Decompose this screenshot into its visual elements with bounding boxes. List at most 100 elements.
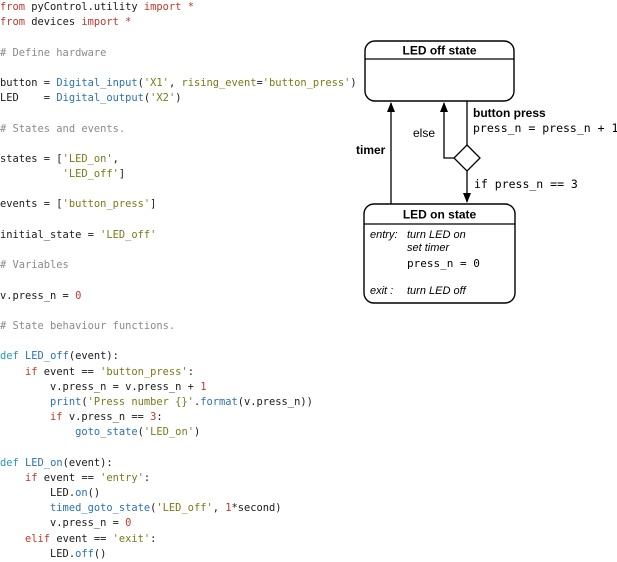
code-token: ) xyxy=(175,92,182,105)
code-token: ( xyxy=(137,76,144,89)
code-line: events = ['button_press'] xyxy=(0,197,357,212)
code-token: goto_state xyxy=(75,426,138,439)
code-line: LED.off() xyxy=(0,547,357,562)
code-token: 'button_press' xyxy=(262,76,351,89)
code-token: 'entry' xyxy=(100,471,144,484)
code-token: elif xyxy=(25,532,51,545)
code-token: event == xyxy=(37,471,101,484)
exit-action-turn-off: turn LED off xyxy=(407,285,467,297)
code-token: pyControl.utility xyxy=(25,1,144,13)
code-token: from xyxy=(0,16,26,29)
code-token: 0 xyxy=(75,289,82,302)
button-press-action: press_n = press_n + 1 xyxy=(473,121,617,135)
code-line: states = ['LED_on', xyxy=(0,152,357,167)
code-line: LED = Digital_output('X2') xyxy=(0,91,357,106)
code-token: v.press_n = v.press_n + xyxy=(0,380,201,393)
code-token: button = xyxy=(0,76,57,89)
code-token: 'LED_off' xyxy=(100,228,157,241)
code-token: LED_off xyxy=(25,350,69,363)
code-token: 0 xyxy=(125,517,132,530)
code-token: (event): xyxy=(62,456,113,469)
code-line: print('Press number {}'.format(v.press_n… xyxy=(0,395,357,410)
code-line: if v.press_n == 3: xyxy=(0,410,357,425)
code-token: 'LED_on' xyxy=(62,152,113,165)
code-token: , xyxy=(168,76,182,89)
code-token: from xyxy=(0,1,26,13)
code-token: v.press_n == xyxy=(62,411,151,424)
code-token: LED = xyxy=(0,92,57,105)
code-line: if event == 'button_press': xyxy=(0,365,357,380)
state-diagram: LED off state LED on state entry: turn L… xyxy=(356,40,617,304)
code-token: timed_goto_state xyxy=(50,502,151,515)
code-token: () xyxy=(87,487,101,499)
code-line: v.press_n = v.press_n + 1 xyxy=(0,380,357,395)
code-token: if xyxy=(25,471,38,484)
code-token: # Variables xyxy=(0,259,69,272)
code-token xyxy=(0,472,25,484)
code-token: 'LED_off' xyxy=(62,168,119,181)
code-token: v.press_n = xyxy=(0,517,126,530)
code-token: = xyxy=(256,76,263,89)
code-token: LED_on xyxy=(25,456,63,469)
code-line: timed_goto_state('LED_off', 1*second) xyxy=(0,501,357,516)
code-line: 'LED_off'] xyxy=(0,167,357,182)
code-token: if xyxy=(25,365,38,378)
code-line: LED.on() xyxy=(0,486,357,501)
code-token: (v.press_n)) xyxy=(237,395,313,408)
else-transition-arrow xyxy=(440,102,454,159)
code-token xyxy=(0,502,50,514)
code-line: def LED_on(event): xyxy=(0,456,357,471)
code-token: , xyxy=(212,502,226,515)
state-led-off-title: LED off state xyxy=(402,44,476,58)
code-token: Digital_input xyxy=(56,76,138,89)
code-token: ) xyxy=(193,426,201,439)
code-token: Digital_output xyxy=(56,92,144,105)
code-line: # States and events. xyxy=(0,122,357,137)
code-token: 1 xyxy=(200,380,207,393)
entry-label: entry: xyxy=(370,229,398,241)
code-token: format xyxy=(200,395,238,408)
code-token: ) xyxy=(350,76,357,89)
code-token: ] xyxy=(118,168,126,181)
code-token: () xyxy=(93,547,107,560)
code-token: 'LED_on' xyxy=(143,426,194,439)
code-line: elif event == 'exit': xyxy=(0,532,357,547)
code-line: goto_state('LED_on') xyxy=(0,425,357,440)
code-token: # State behaviour functions. xyxy=(0,319,176,332)
code-token: # Define hardware xyxy=(0,46,107,59)
code-token: 'X1' xyxy=(143,76,169,89)
code-token: # States and events. xyxy=(0,122,126,135)
code-token: def xyxy=(0,456,19,469)
code-token: event == xyxy=(50,532,113,545)
code-token: events = [ xyxy=(0,198,63,211)
state-led-off-box xyxy=(364,40,515,102)
code-token: , xyxy=(112,152,119,165)
state-led-on-box xyxy=(363,203,516,304)
entry-action-reset-count: press_n = 0 xyxy=(407,257,480,270)
code-token: 3 xyxy=(150,411,157,424)
code-token: def xyxy=(0,350,19,363)
code-token: : xyxy=(150,532,157,545)
code-line: def LED_off(event): xyxy=(0,349,357,364)
code-line: from pyControl.utility import * xyxy=(0,0,357,15)
code-token: : xyxy=(143,471,151,484)
entry-action-turn-on: turn LED on xyxy=(407,229,466,241)
choice-diamond xyxy=(453,144,481,172)
state-led-on-title: LED on state xyxy=(403,208,477,222)
code-token: * xyxy=(118,16,132,29)
code-token: ( xyxy=(143,92,151,105)
code-token: import xyxy=(81,16,119,29)
code-token: . xyxy=(193,395,201,408)
code-token: states = [ xyxy=(0,152,63,165)
code-token: import xyxy=(143,1,182,13)
timer-label: timer xyxy=(356,143,386,157)
code-token: print xyxy=(50,395,82,408)
code-line: from devices import * xyxy=(0,15,357,30)
exit-label: exit : xyxy=(370,285,393,297)
code-token: event == xyxy=(37,365,101,378)
code-token: LED. xyxy=(0,547,76,560)
code-line: button = Digital_input('X1', rising_even… xyxy=(0,76,357,91)
code-line: v.press_n = 0 xyxy=(0,516,357,531)
code-token: : xyxy=(156,411,163,424)
code-token: 'Press number {}' xyxy=(87,395,194,408)
